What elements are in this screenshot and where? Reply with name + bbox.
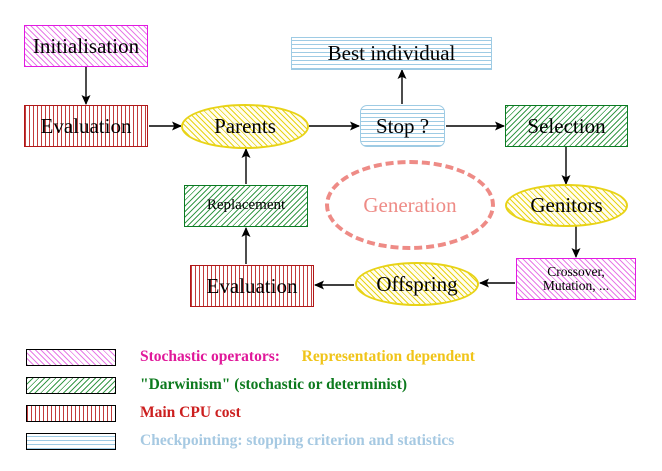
node-replacement[interactable]: Replacement [184, 185, 308, 227]
node-replacement-label: Replacement [206, 197, 286, 214]
legend-label-representation-dependent: Representation dependent [301, 348, 475, 365]
node-evaluation-bottom[interactable]: Evaluation [190, 265, 314, 307]
legend-swatch-blue-horizontal-hatch [26, 432, 116, 450]
legend-label-stochastic-operators: Stochastic operators: [140, 348, 280, 365]
node-evaluation-top-label: Evaluation [40, 113, 132, 138]
node-genitors[interactable]: Genitors [505, 184, 628, 227]
node-evaluation-bottom-label: Evaluation [206, 273, 298, 298]
node-initialisation[interactable]: Initialisation [24, 25, 148, 67]
legend-row-checkpointing: Checkpointing: stopping criterion and st… [0, 428, 454, 454]
node-genitors-label: Genitors [530, 193, 603, 218]
node-offspring-label: Offspring [376, 271, 458, 296]
node-stop-label: Stop ? [375, 113, 430, 138]
node-crossover-mutation[interactable]: Crossover, Mutation, ... [516, 258, 636, 300]
node-best-individual-label: Best individual [327, 41, 456, 66]
node-initialisation-label: Initialisation [32, 33, 140, 58]
legend-swatch-red-vertical-hatch [26, 404, 116, 422]
node-generation-label: Generation [363, 192, 457, 217]
legend: Stochastic operators: Representation dep… [0, 340, 662, 471]
node-evaluation-top[interactable]: Evaluation [24, 105, 148, 147]
node-stop[interactable]: Stop ? [360, 105, 445, 147]
node-parents[interactable]: Parents [181, 104, 309, 149]
legend-text-stochastic: Stochastic operators: Representation dep… [140, 348, 475, 366]
legend-label-darwinism: "Darwinism" (stochastic or determinist) [140, 376, 408, 393]
legend-label-main-cpu-cost: Main CPU cost [140, 404, 241, 421]
node-selection-label: Selection [527, 113, 606, 138]
legend-swatch-magenta-diagonal-hatch [26, 348, 116, 366]
node-generation: Generation [325, 160, 495, 250]
node-parents-label: Parents [214, 114, 276, 139]
legend-row-darwinism: "Darwinism" (stochastic or determinist) [0, 372, 407, 398]
legend-label-checkpointing: Checkpointing: stopping criterion and st… [140, 432, 455, 449]
node-crossover-label-line1: Crossover, [547, 263, 605, 279]
node-best-individual[interactable]: Best individual [291, 37, 492, 70]
node-selection[interactable]: Selection [505, 105, 628, 147]
legend-swatch-green-diagonal-hatch [26, 376, 116, 394]
legend-row-cpu-cost: Main CPU cost [0, 400, 241, 426]
node-crossover-label-line2: Mutation, ... [542, 278, 610, 293]
node-offspring[interactable]: Offspring [355, 262, 479, 306]
legend-row-stochastic: Stochastic operators: Representation dep… [0, 344, 475, 370]
